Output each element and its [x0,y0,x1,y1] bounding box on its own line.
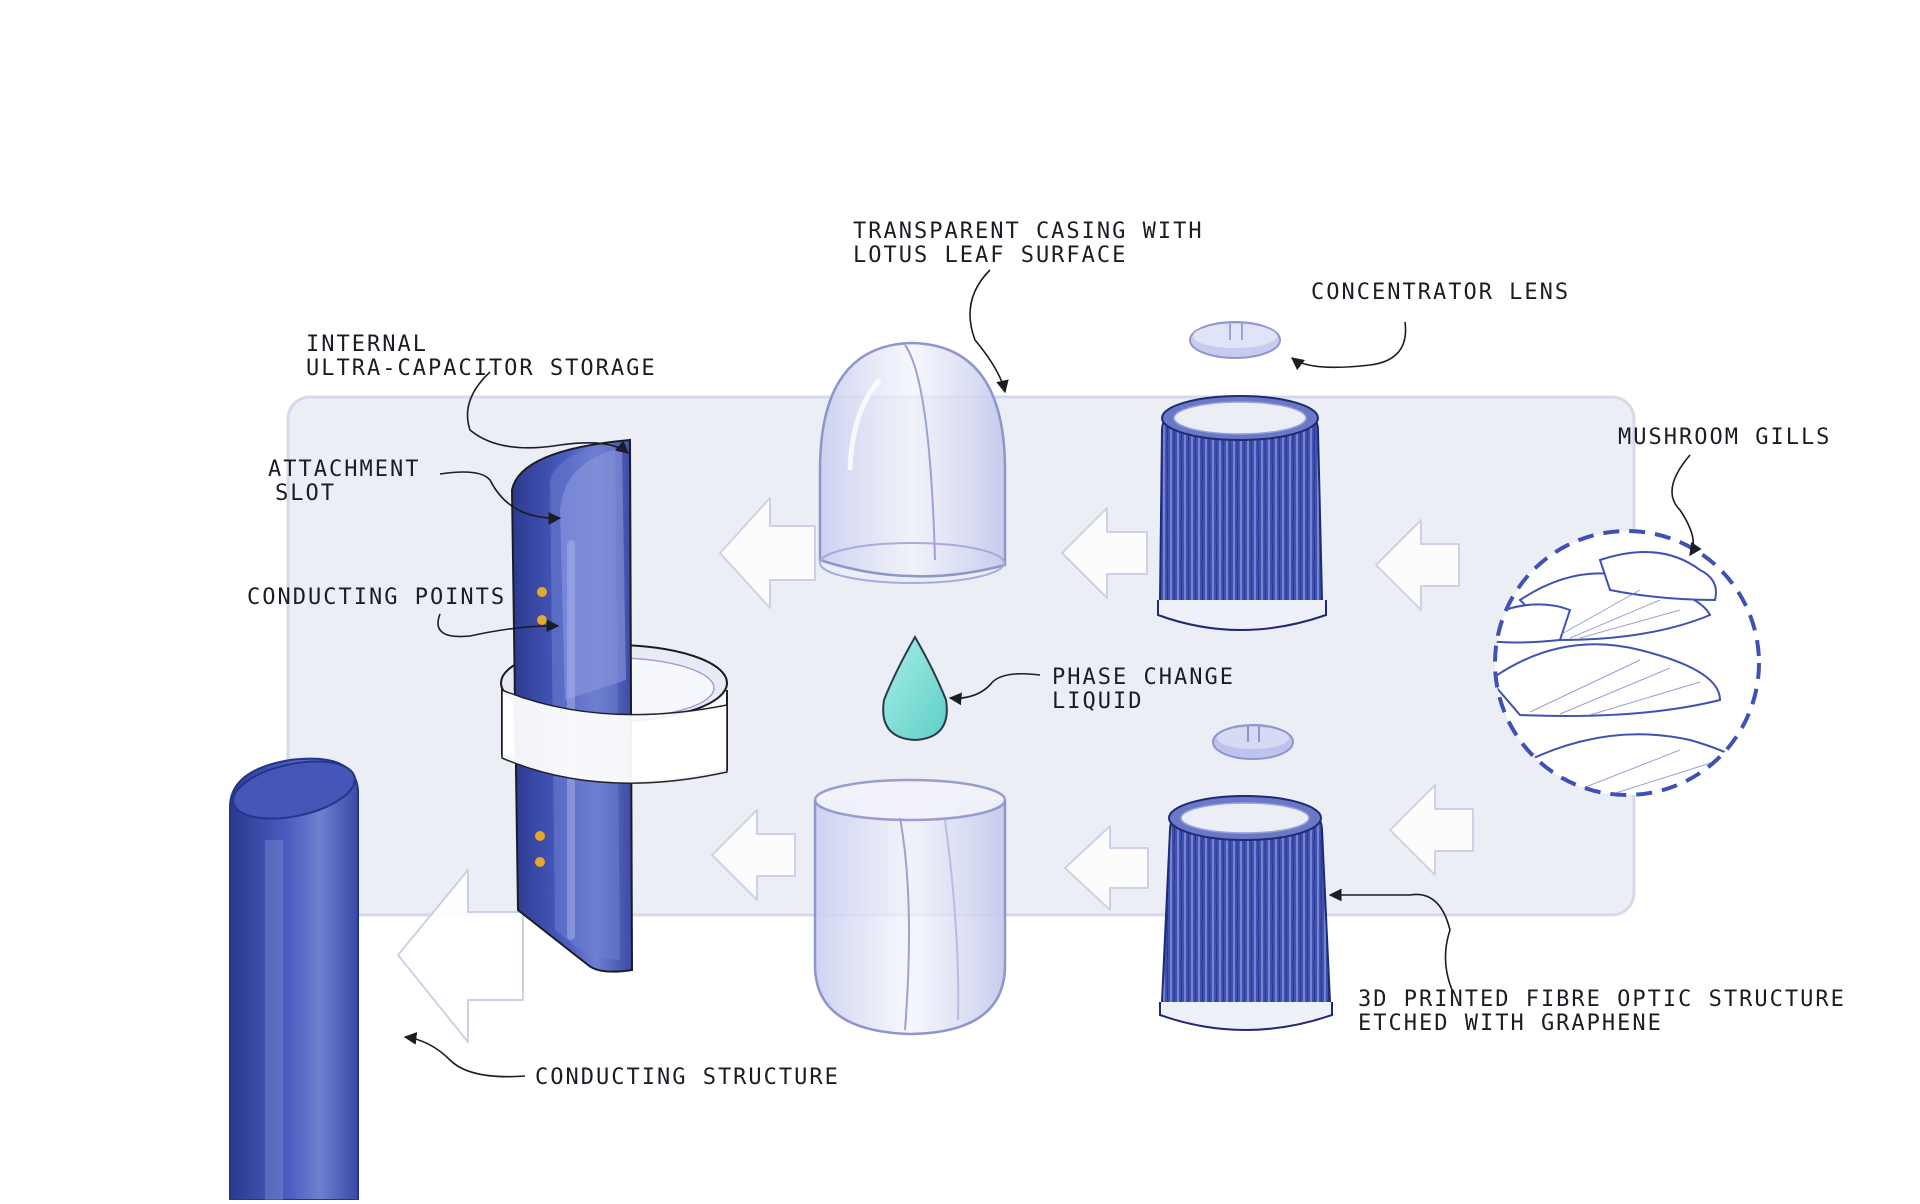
label-attachment-slot-line1: ATTACHMENT [268,457,420,482]
labels: TRANSPARENT CASING WITH LOTUS LEAF SURFA… [247,219,1846,1090]
arrow-left-icon [1375,519,1460,611]
ring-front [501,688,728,784]
conducting-point [537,615,547,625]
label-fibre-optic-line1: 3D PRINTED FIBRE OPTIC STRUCTURE [1358,987,1846,1012]
label-fibre-optic-line2: ETCHED WITH GRAPHENE [1358,1011,1663,1036]
arrow-left-icon [1064,825,1149,911]
concentrator-lens-bottom [1212,724,1294,760]
label-mushroom-gills: MUSHROOM GILLS [1618,425,1831,450]
arrow-left-icon [397,869,524,1043]
fibre-optic-structure-top [1157,395,1327,631]
label-transparent-casing-line2: LOTUS LEAF SURFACE [853,243,1127,268]
label-internal-storage-line1: INTERNAL [306,332,428,357]
label-conducting-structure: CONDUCTING STRUCTURE [535,1065,840,1090]
arrow-left-icon [1389,784,1474,876]
transparent-casing-bottom [813,778,1007,1036]
label-internal-storage-line2: ULTRA-CAPACITOR STORAGE [306,356,657,381]
label-phase-change-line2: LIQUID [1052,689,1143,714]
conducting-structure [229,757,359,1201]
arrow-left-icon [1061,507,1148,599]
conducting-point [535,831,545,841]
mushroom-gills-icon [1493,529,1761,797]
transparent-casing-top [818,341,1007,584]
label-concentrator-lens: CONCENTRATOR LENS [1311,280,1570,305]
arrow-left-icon [711,809,796,901]
concentrator-lens-top [1189,321,1281,359]
label-phase-change-line1: PHASE CHANGE [1052,665,1235,690]
label-transparent-casing-line1: TRANSPARENT CASING WITH [853,219,1204,244]
label-attachment-slot-line2: SLOT [275,481,336,506]
conducting-point [535,857,545,867]
leader-lines [403,269,1702,1078]
conducting-point [537,587,547,597]
droplet-icon [882,634,948,742]
arrow-left-icon [719,497,816,609]
flow-arrows [397,497,1474,1043]
ultra-capacitor-blade [510,438,634,973]
label-conducting-points: CONDUCTING POINTS [247,585,506,610]
fibre-optic-structure-bottom [1159,794,1333,1031]
